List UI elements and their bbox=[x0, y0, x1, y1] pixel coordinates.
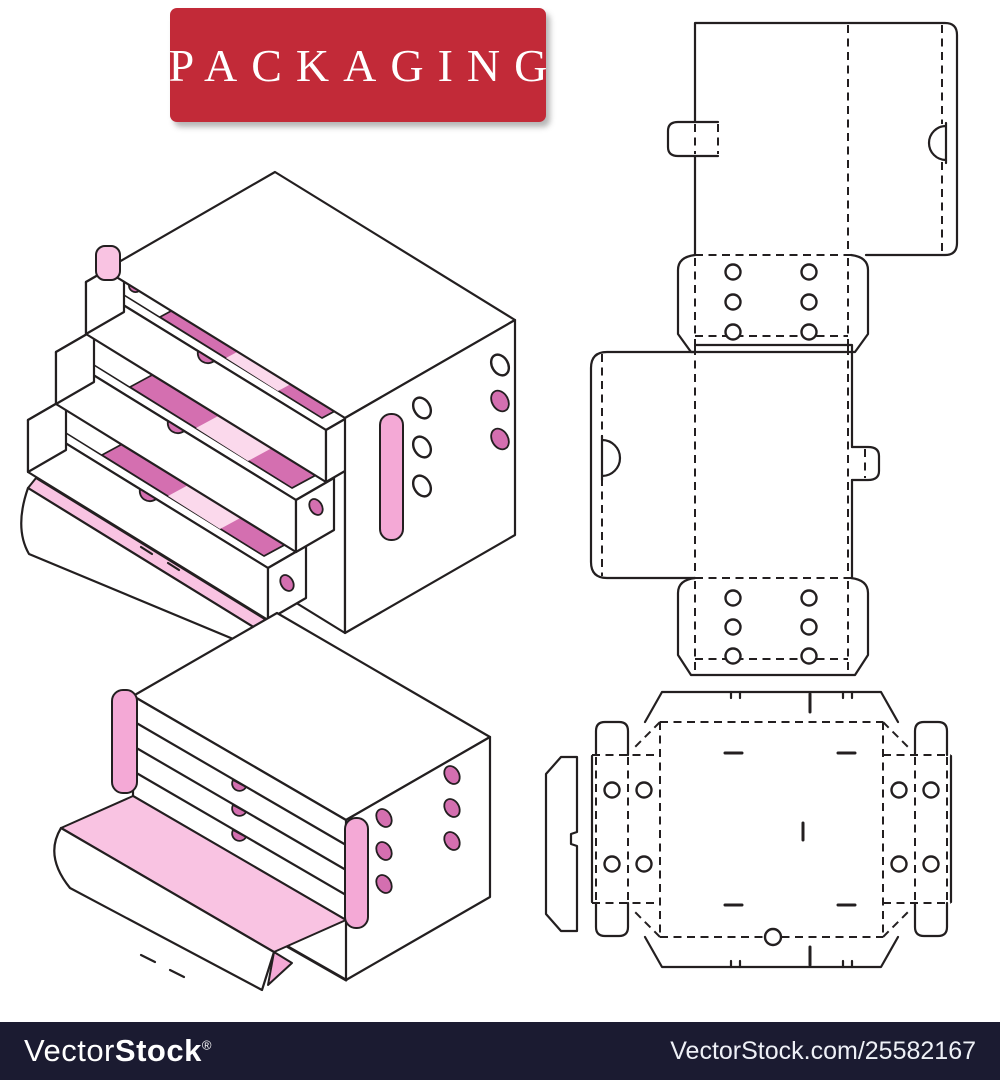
drawer-3 bbox=[26, 396, 308, 622]
pink-side-tab-left bbox=[111, 689, 138, 794]
glue-flap-six-holes bbox=[676, 253, 870, 354]
lock-tab bbox=[666, 120, 720, 158]
pink-ear-tab bbox=[95, 245, 121, 281]
drawer-2 bbox=[54, 328, 336, 554]
reinforcing-strip bbox=[544, 755, 579, 933]
tray-front-flap bbox=[643, 690, 900, 724]
tray-side-left bbox=[590, 720, 660, 938]
iso-box-drawers-open bbox=[20, 170, 517, 661]
box-right-face bbox=[343, 318, 517, 635]
tray-side-right bbox=[883, 720, 953, 938]
registered-mark: ® bbox=[201, 1037, 212, 1053]
packaging-illustration bbox=[20, 21, 959, 992]
side-holes bbox=[375, 765, 461, 894]
finger-hole bbox=[763, 927, 783, 947]
opening-thumb-notch bbox=[128, 283, 141, 293]
cover-flap bbox=[589, 350, 697, 580]
lock-slits bbox=[723, 751, 857, 907]
dieline-sleeve-bottom bbox=[589, 343, 881, 677]
watermark-bar: VectorStock® VectorStock.com/25582167 bbox=[0, 1022, 1000, 1080]
pink-side-tab bbox=[379, 413, 404, 541]
thumb-notch bbox=[927, 121, 948, 165]
iso-box-flap-open bbox=[53, 611, 492, 992]
lock-tab bbox=[850, 445, 881, 482]
thumb-notch bbox=[600, 434, 622, 482]
pink-side-tab-right bbox=[344, 817, 369, 929]
banner-title: PACKAGING bbox=[168, 39, 562, 91]
packaging-banner: PACKAGING bbox=[169, 8, 547, 122]
open-front-flap bbox=[53, 795, 347, 992]
vectorstock-logo: VectorStock® bbox=[24, 1033, 212, 1069]
glue-flap-six-holes bbox=[676, 576, 870, 677]
main-panel bbox=[693, 343, 854, 580]
dieline-sleeve-top bbox=[666, 21, 959, 354]
tray-base bbox=[633, 721, 910, 938]
side-holes bbox=[411, 353, 511, 498]
dieline-tray bbox=[544, 690, 953, 969]
logo-bold: Stock bbox=[114, 1033, 202, 1068]
logo-regular: Vector bbox=[24, 1033, 115, 1068]
vectorstock-image-code: VectorStock.com/25582167 bbox=[670, 1036, 976, 1065]
tray-back-flap bbox=[643, 935, 900, 969]
